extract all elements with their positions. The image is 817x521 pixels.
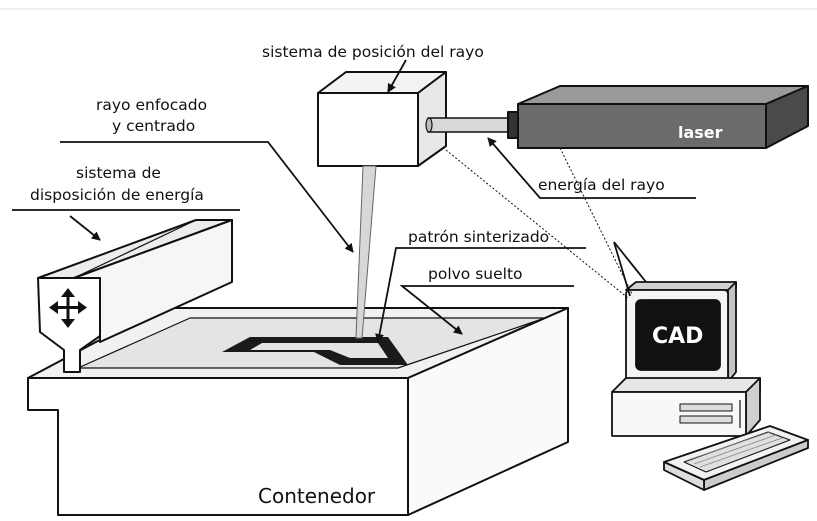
focused-beam [355, 165, 377, 339]
label-beam-energy: energía del rayo [538, 176, 665, 194]
label-energy-system-1: sistema de [76, 164, 161, 182]
laser-unit [425, 85, 809, 149]
label-focused-beam-1: rayo enfocado [96, 96, 207, 114]
beam-positioning-box [317, 71, 447, 167]
laser-label: laser [678, 123, 723, 142]
label-energy-system-2: disposición de energía [30, 186, 204, 204]
sintered-pattern-shape [222, 337, 408, 365]
leader-lines [12, 59, 696, 343]
label-container: Contenedor [258, 484, 376, 508]
cad-label: CAD [652, 324, 703, 349]
label-focused-beam-2: y centrado [112, 117, 195, 135]
label-beam-positioning: sistema de posición del rayo [262, 43, 484, 61]
label-loose-powder: polvo suelto [428, 265, 523, 283]
label-sintered-pattern: patrón sinterizado [408, 228, 549, 246]
signal-lines [445, 147, 633, 299]
cad-computer [611, 281, 809, 491]
four-way-arrow-icon [49, 288, 87, 328]
keyboard-keys [687, 431, 783, 468]
